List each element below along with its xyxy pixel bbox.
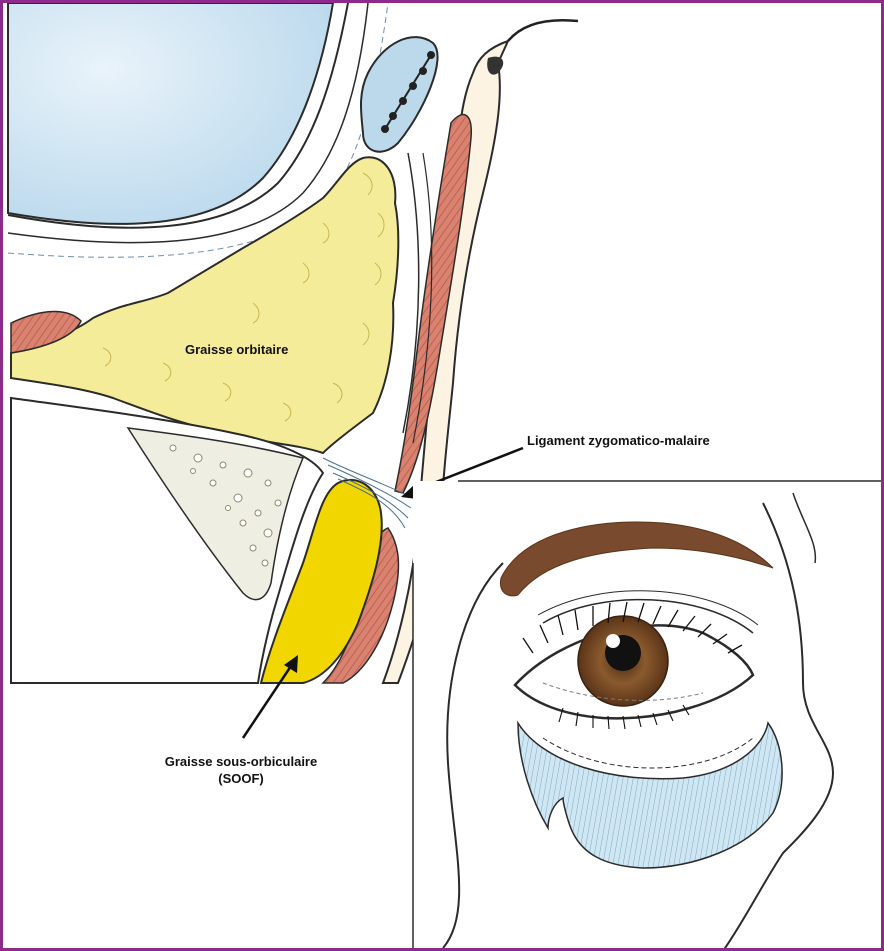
tarsal-plate: [361, 37, 438, 152]
soof-label-line2: (SOOF): [131, 770, 351, 787]
soof-label: Graisse sous-orbiculaire (SOOF): [131, 753, 351, 787]
ligament-label: Ligament zygomatico-malaire: [527, 432, 710, 449]
anatomy-illustration: [3, 3, 884, 951]
eye-globe: [8, 3, 333, 224]
orbital-fat-label: Graisse orbitaire: [185, 341, 288, 358]
soof-label-line1: Graisse sous-orbiculaire: [131, 753, 351, 770]
